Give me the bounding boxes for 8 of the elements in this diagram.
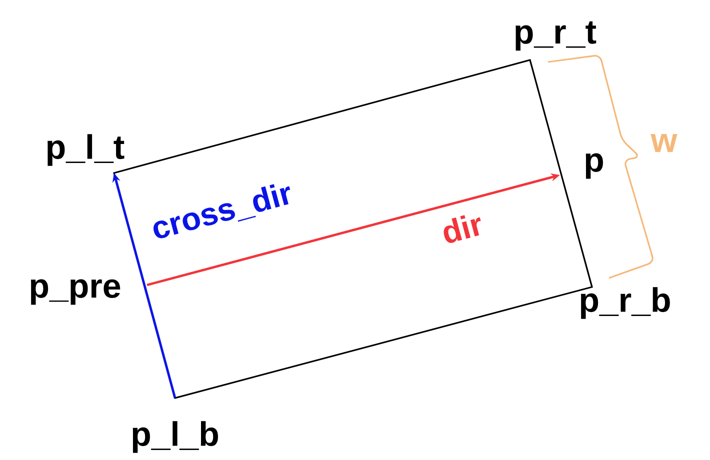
point-label: p_pre: [30, 279, 120, 305]
point-label: p_l_t: [48, 134, 124, 166]
dimension-label: w: [650, 134, 678, 152]
point-label: p_r_t: [516, 21, 596, 51]
edge-label: dir: [444, 215, 481, 243]
point-label: p_r_b: [580, 287, 670, 319]
point-label: p: [586, 153, 603, 179]
point-label: p_l_b: [132, 421, 218, 453]
